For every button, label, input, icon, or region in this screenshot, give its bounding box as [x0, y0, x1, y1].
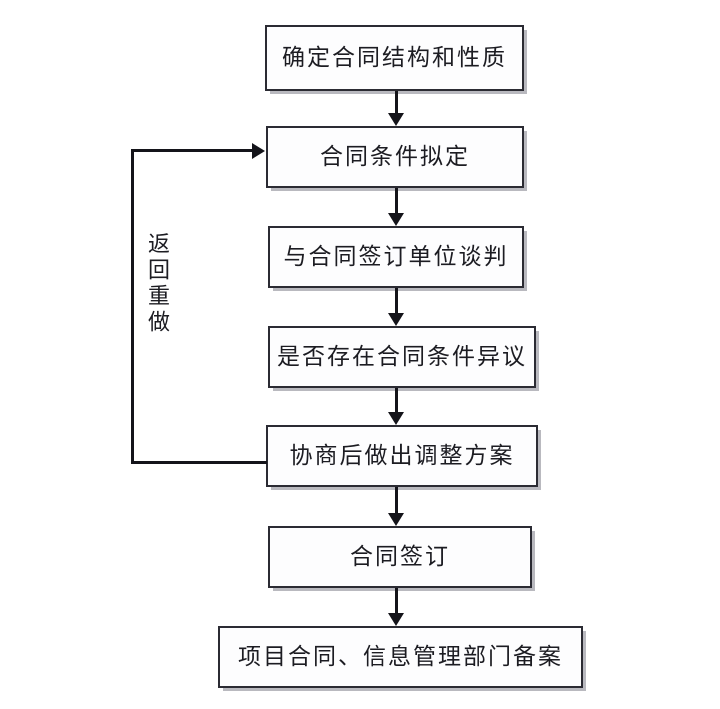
flow-node-file-with-info-management-dept[interactable]: 项目合同、信息管理部门备案 — [218, 626, 583, 688]
connector-line-6-7 — [395, 588, 398, 613]
arrowhead-down-icon — [388, 513, 404, 526]
arrowhead-down-icon — [388, 613, 404, 626]
flow-node-check-terms-objection[interactable]: 是否存在合同条件异议 — [268, 326, 536, 388]
connector-line-4-5 — [395, 388, 398, 412]
connector-line-5-6 — [395, 487, 398, 513]
flow-node-label: 项目合同、信息管理部门备案 — [238, 643, 563, 670]
flow-node-adjustment-plan-after-negotiation[interactable]: 协商后做出调整方案 — [266, 425, 538, 487]
flow-node-label: 确定合同结构和性质 — [282, 44, 507, 71]
flow-node-label: 合同条件拟定 — [320, 143, 470, 170]
flow-node-draft-contract-terms[interactable]: 合同条件拟定 — [266, 126, 524, 188]
arrowhead-right-icon — [252, 143, 265, 159]
feedback-loop-label: 返回重做 — [144, 232, 169, 336]
arrowhead-down-icon — [388, 412, 404, 425]
feedback-loop-bottom-segment — [131, 461, 267, 464]
connector-line-2-3 — [395, 188, 398, 213]
flow-node-label: 协商后做出调整方案 — [289, 442, 515, 469]
arrowhead-down-icon — [388, 313, 404, 326]
feedback-loop-left-segment — [131, 149, 134, 464]
flow-node-sign-contract[interactable]: 合同签订 — [268, 526, 532, 588]
feedback-loop-top-segment — [131, 149, 253, 152]
connector-line-3-4 — [395, 288, 398, 313]
flow-node-determine-contract-structure[interactable]: 确定合同结构和性质 — [265, 25, 524, 91]
flow-node-label: 合同签订 — [350, 543, 450, 570]
flow-node-label: 与合同签订单位谈判 — [283, 243, 509, 270]
flow-node-label: 是否存在合同条件异议 — [277, 343, 527, 370]
flow-node-negotiate-with-signing-party[interactable]: 与合同签订单位谈判 — [268, 226, 524, 288]
arrowhead-down-icon — [388, 113, 404, 126]
arrowhead-down-icon — [388, 213, 404, 226]
connector-line-1-2 — [395, 91, 398, 113]
